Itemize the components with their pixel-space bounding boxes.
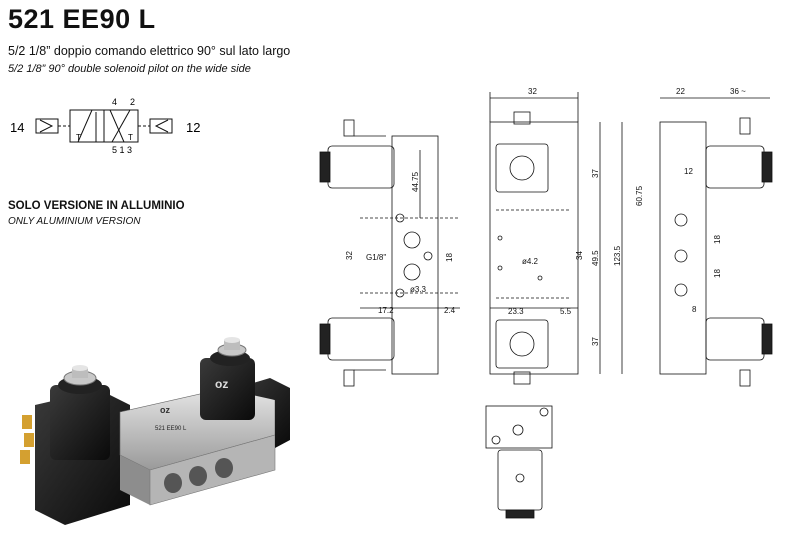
dim-right-12: 12 — [684, 167, 693, 176]
dim-17-2: 17.2 — [378, 306, 394, 315]
dim-front-32: 32 — [528, 87, 537, 96]
dim-right-18-a: 18 — [713, 235, 722, 244]
valve-symbol: 14 T T 12 4 2 5 1 3 — [10, 97, 200, 155]
dim-front-37-bottom: 37 — [591, 337, 600, 346]
coil-brand-mark: oz — [215, 377, 228, 391]
body-brand-mark: oz — [160, 405, 170, 415]
dim-44-75: 44.75 — [411, 171, 420, 192]
dim-right-18-b: 18 — [713, 269, 722, 278]
port-4-label: 4 — [112, 97, 117, 107]
dim-2-4: 2.4 — [444, 306, 456, 315]
product-title: 521 EE90 L — [8, 4, 156, 34]
dim-front-49-5: 49.5 — [591, 250, 600, 266]
dim-5-5: 5.5 — [560, 307, 572, 316]
port-12-label: 12 — [186, 120, 200, 135]
version-note-english: ONLY ALUMINIUM VERSION — [8, 216, 141, 227]
port-14-label: 14 — [10, 120, 24, 135]
body-model-mark: 521 EE90 L — [155, 426, 187, 432]
technical-drawing: 44.75 32 G1/8" 18 ø3.3 17.2 2.4 32 37 34… — [319, 87, 773, 519]
dim-front-123-5: 123.5 — [613, 245, 622, 266]
port-513-label: 5 1 3 — [112, 145, 132, 155]
subtitle-italian: 5/2 1/8” doppio comando elettrico 90° su… — [8, 44, 291, 58]
product-photo: oz oz 521 EE90 L — [20, 337, 290, 525]
t-right-label: T — [128, 133, 133, 142]
dim-right-36: 36 ~ — [730, 87, 746, 96]
version-note-italian: SOLO VERSIONE IN ALLUMINIO — [8, 200, 185, 212]
dim-front-34: 34 — [575, 251, 584, 260]
dim-right-60-75: 60.75 — [635, 185, 644, 206]
dim-right-8: 8 — [692, 305, 697, 314]
dim-thread: G1/8" — [366, 253, 386, 262]
dim-front-37-top: 37 — [591, 169, 600, 178]
dim-right-22: 22 — [676, 87, 685, 96]
port-2-label: 2 — [130, 97, 135, 107]
dim-23-3: 23.3 — [508, 307, 524, 316]
t-left-label: T — [76, 133, 81, 142]
dim-side-32: 32 — [345, 251, 354, 260]
dim-side-18: 18 — [445, 253, 454, 262]
subtitle-english: 5/2 1/8” 90° double solenoid pilot on th… — [8, 63, 251, 75]
dim-front-hole: ø4.2 — [522, 257, 539, 266]
dim-hole-3-3: ø3.3 — [410, 285, 427, 294]
